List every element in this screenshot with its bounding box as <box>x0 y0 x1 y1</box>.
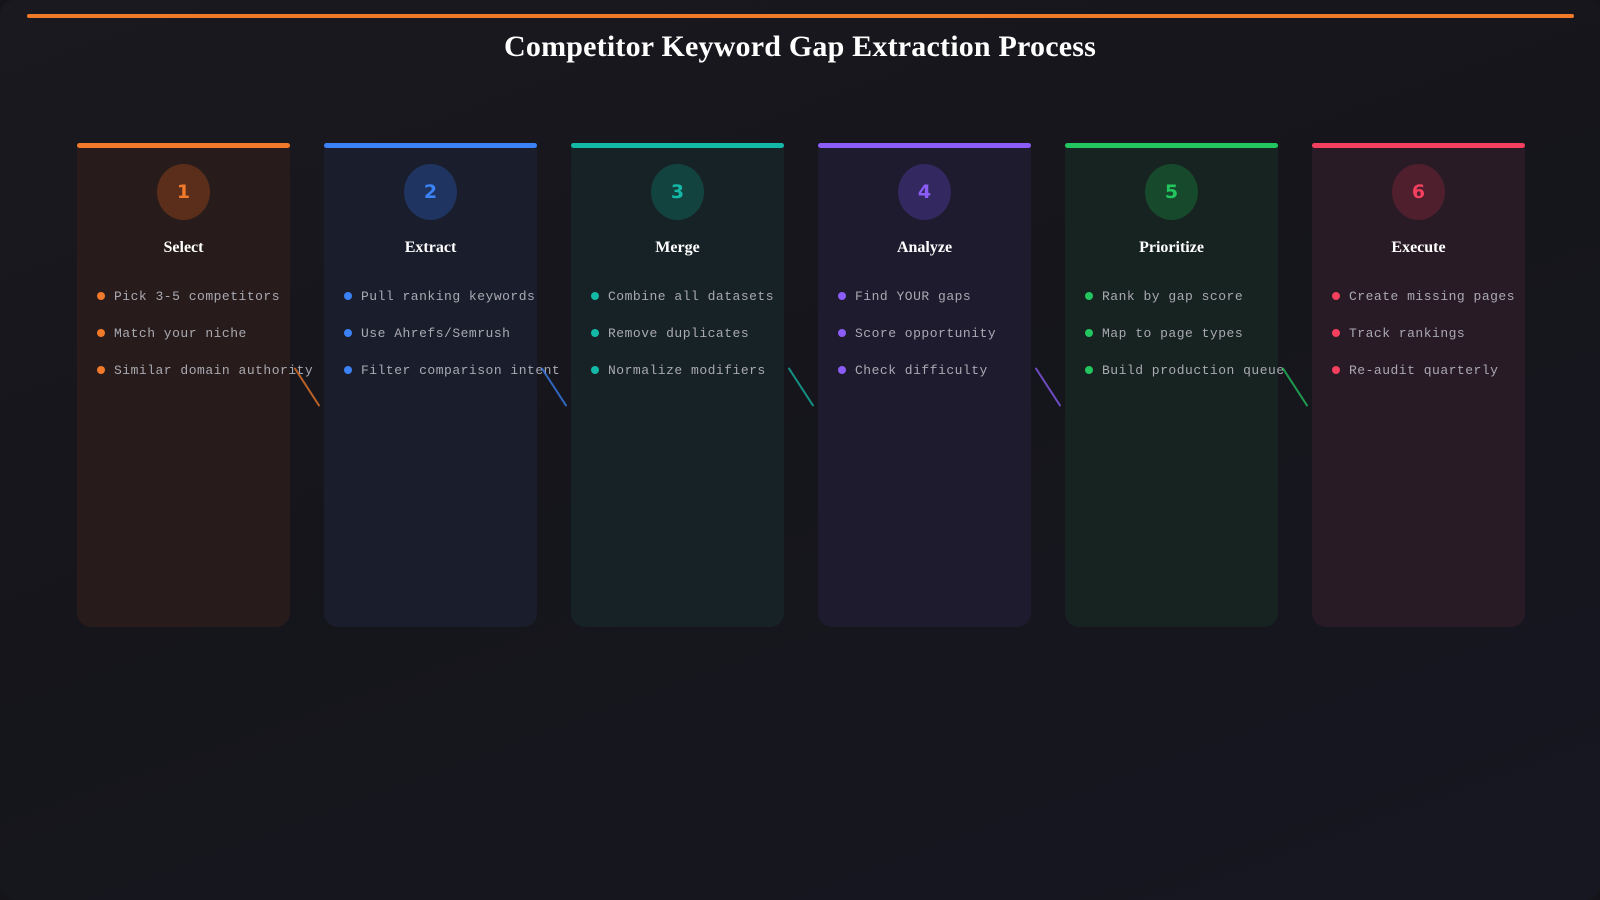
step-number-badge: 4 <box>898 164 951 220</box>
step-accent-bar <box>818 143 1031 148</box>
bullet-dot-icon <box>97 292 105 300</box>
step-number-badge: 2 <box>404 164 457 220</box>
bullet-dot-icon <box>1085 329 1093 337</box>
bullet-text: Remove duplicates <box>608 326 750 341</box>
bullet-text: Match your niche <box>114 326 247 341</box>
bullet-text: Use Ahrefs/Semrush <box>361 326 511 341</box>
step-title: Extract <box>404 239 457 256</box>
bullet-text: Map to page types <box>1102 326 1244 341</box>
bullet-text: Similar domain authority <box>114 363 314 378</box>
step-number-badge: 5 <box>1145 164 1198 220</box>
step-title: Prioritize <box>1139 239 1204 256</box>
bullet-dot-icon <box>838 366 846 374</box>
bullet-dot-icon <box>591 292 599 300</box>
bullet-dot-icon <box>591 366 599 374</box>
bullet-text: Rank by gap score <box>1102 289 1244 304</box>
bullet-dot-icon <box>1085 366 1093 374</box>
step-accent-bar <box>324 143 537 148</box>
step-connector-line <box>1034 367 1062 407</box>
bullet-dot-icon <box>344 329 352 337</box>
bullet-text: Normalize modifiers <box>608 363 766 378</box>
bullet-text: Filter comparison intent <box>361 363 561 378</box>
bullet-dot-icon <box>838 329 846 337</box>
bullet-text: Find YOUR gaps <box>855 289 972 304</box>
bullet-dot-icon <box>1332 292 1340 300</box>
step-connector-line <box>787 367 815 407</box>
bullet-dot-icon <box>1332 366 1340 374</box>
bullet-dot-icon <box>591 329 599 337</box>
step-accent-bar <box>1312 143 1525 148</box>
bullet-text: Score opportunity <box>855 326 997 341</box>
bullet-dot-icon <box>97 366 105 374</box>
step-number-badge: 3 <box>651 164 704 220</box>
bullet-dot-icon <box>97 329 105 337</box>
bullet-text: Pick 3-5 competitors <box>114 289 281 304</box>
step-accent-bar <box>571 143 784 148</box>
step-accent-bar <box>77 143 290 148</box>
step-number-badge: 1 <box>157 164 210 220</box>
bullet-text: Re-audit quarterly <box>1349 363 1499 378</box>
bullet-text: Combine all datasets <box>608 289 775 304</box>
step-connector-line <box>1281 367 1309 407</box>
bullet-dot-icon <box>1332 329 1340 337</box>
step-title: Execute <box>1391 239 1446 256</box>
step-accent-bar <box>1065 143 1278 148</box>
step-title: Merge <box>655 239 700 256</box>
bullet-text: Create missing pages <box>1349 289 1516 304</box>
top-accent-rule <box>27 14 1574 18</box>
step-number-badge: 6 <box>1392 164 1445 220</box>
bullet-dot-icon <box>344 366 352 374</box>
bullet-dot-icon <box>1085 292 1093 300</box>
step-title: Select <box>163 239 204 256</box>
diagram-title: Competitor Keyword Gap Extraction Proces… <box>504 30 1096 63</box>
step-title: Analyze <box>896 239 953 256</box>
bullet-text: Build production queue <box>1102 363 1285 378</box>
bullet-text: Check difficulty <box>855 363 988 378</box>
bullet-dot-icon <box>344 292 352 300</box>
bullet-text: Pull ranking keywords <box>361 289 536 304</box>
bullet-dot-icon <box>838 292 846 300</box>
bullet-text: Track rankings <box>1349 326 1466 341</box>
